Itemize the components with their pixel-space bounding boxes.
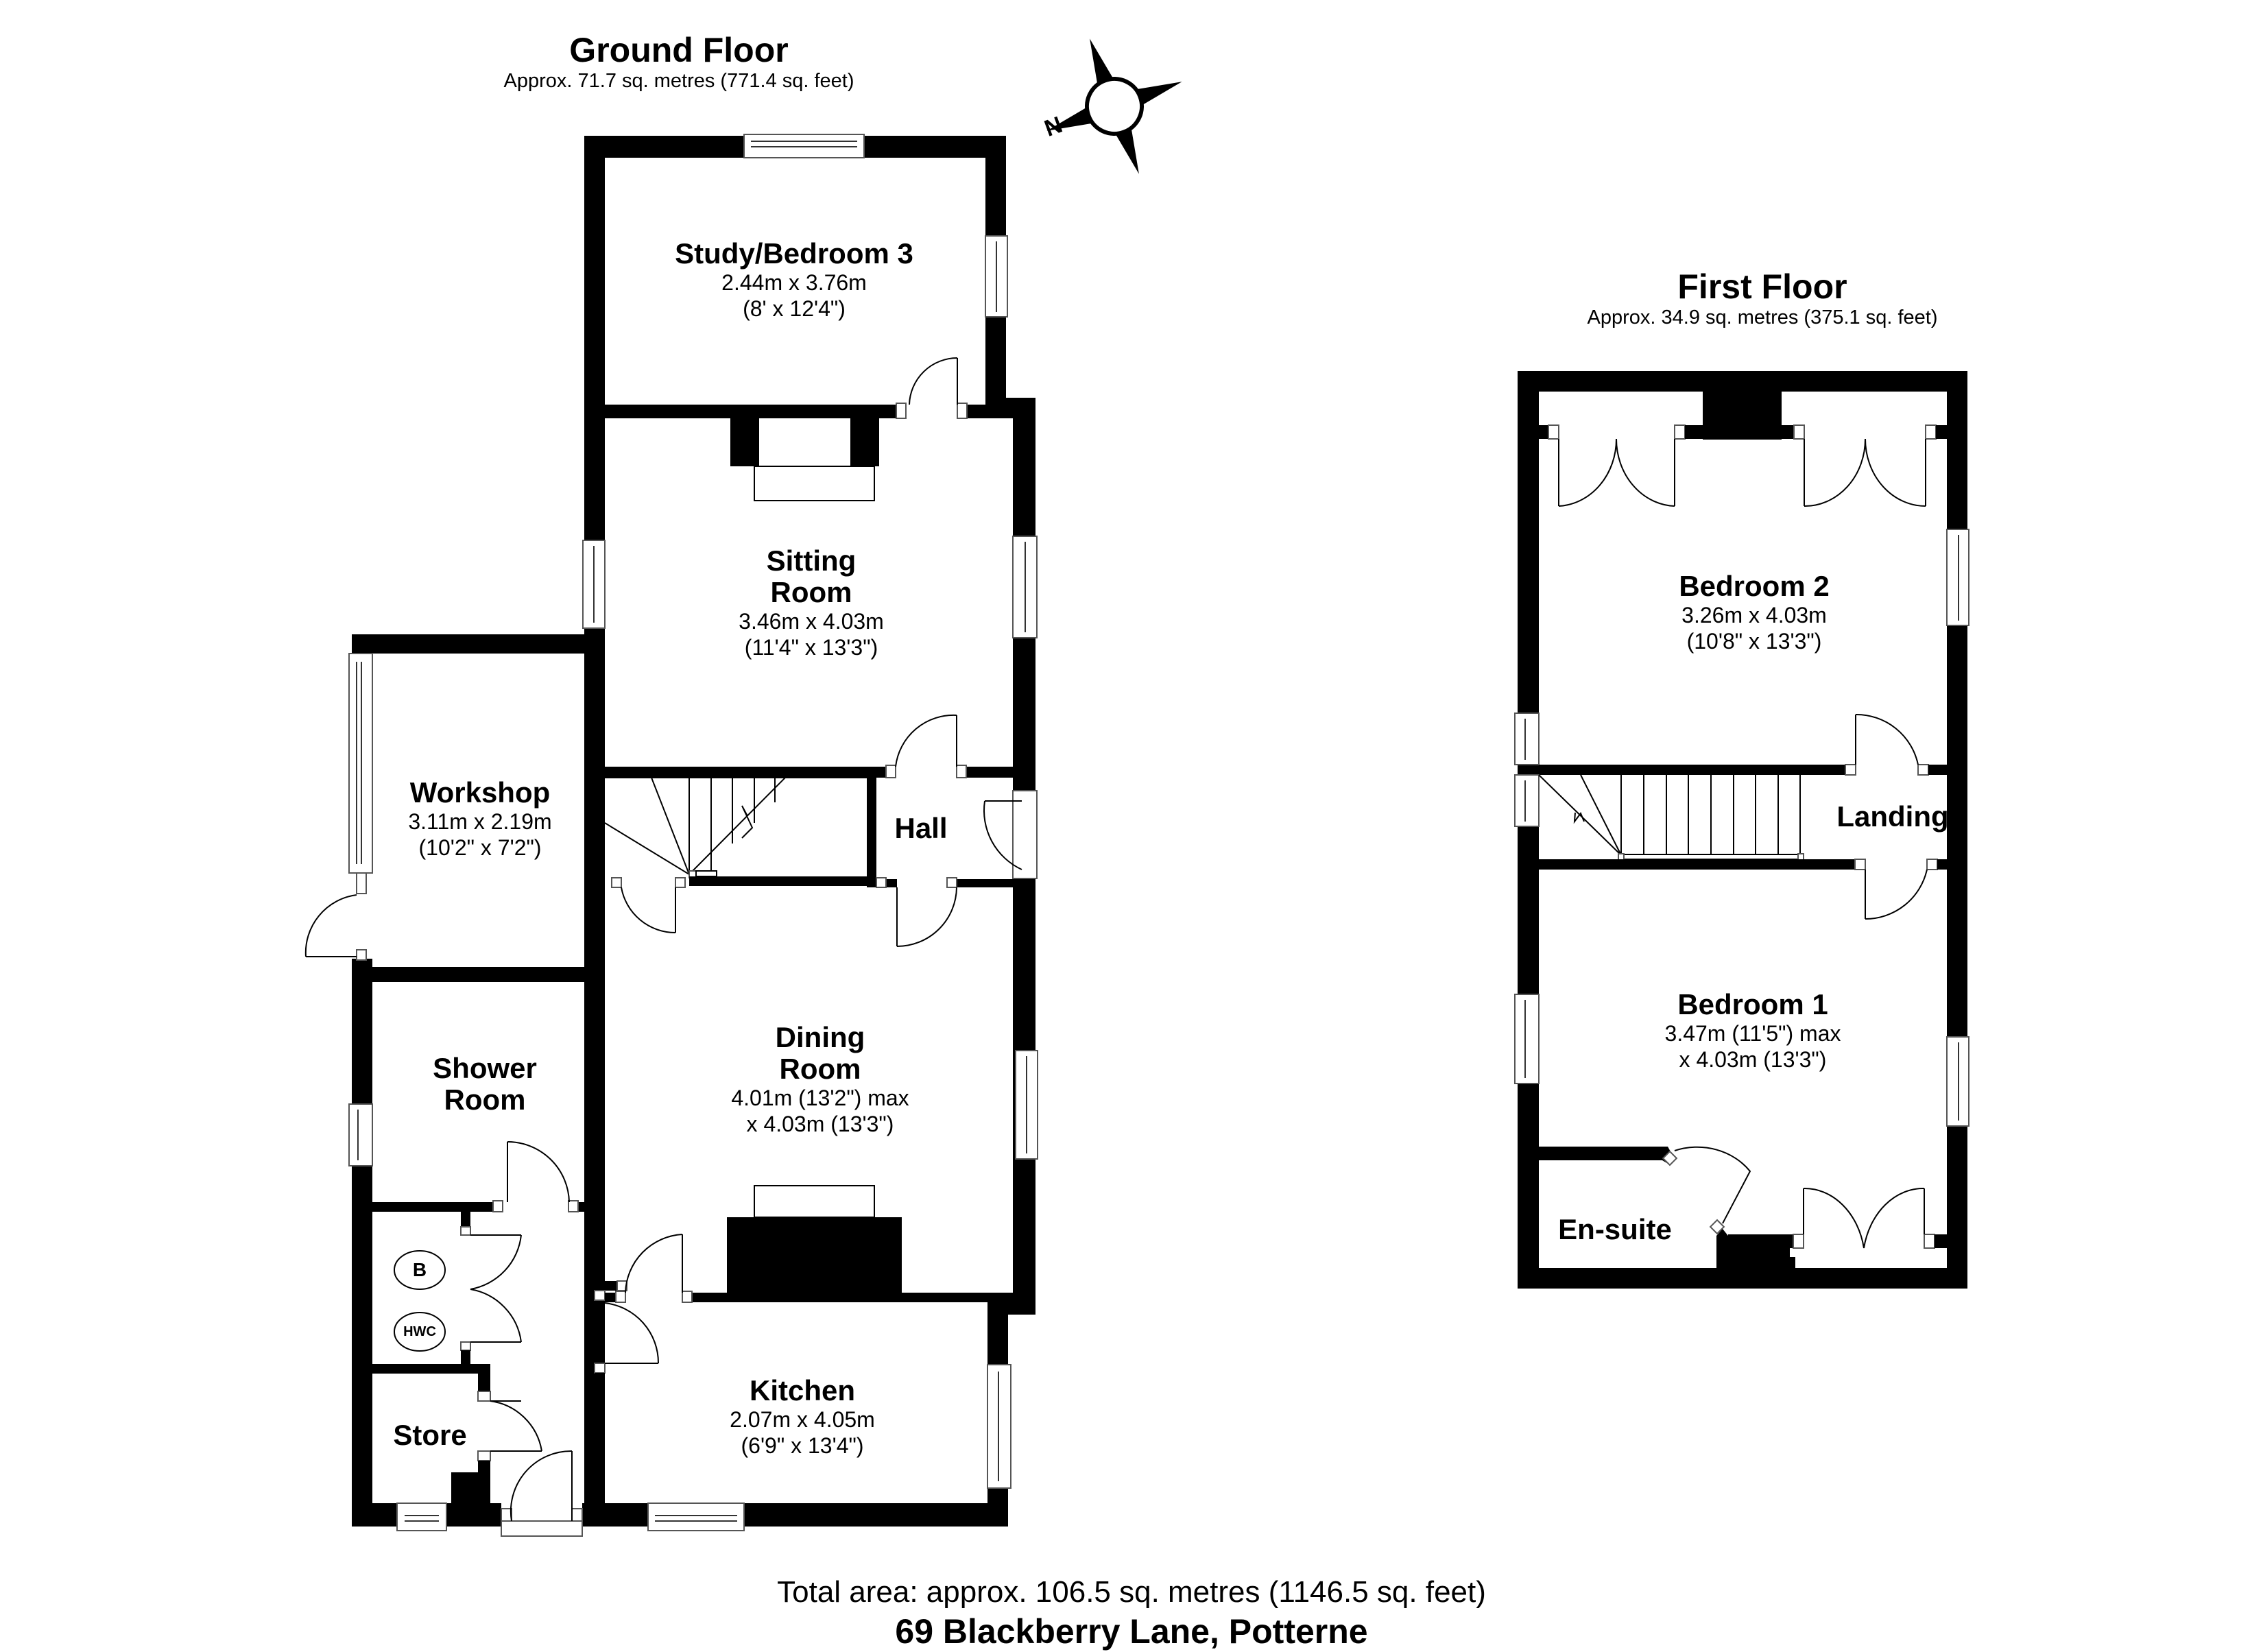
window bbox=[1514, 713, 1540, 765]
room-dimensions-line1: 3.47m (11'5") max bbox=[1664, 1021, 1841, 1046]
window bbox=[1514, 994, 1540, 1084]
room-name: Room bbox=[770, 576, 852, 608]
hot-water-cylinder-icon bbox=[394, 1312, 446, 1352]
room-dimensions-imperial: (6'9" x 13'4") bbox=[741, 1433, 864, 1458]
door-swing bbox=[492, 1141, 579, 1212]
door-swing bbox=[876, 877, 957, 947]
room-label-dining-room: Dining Room 4.01m (13'2") max x 4.03m (1… bbox=[731, 1022, 909, 1137]
workshop-walls bbox=[352, 634, 605, 1521]
room-label-ensuite: En-suite bbox=[1558, 1214, 1672, 1245]
wardrobe-doors bbox=[1803, 1187, 1925, 1249]
room-dimensions-imperial: (8' x 12'4") bbox=[743, 296, 846, 321]
hall-walls bbox=[689, 778, 1013, 887]
room-name: En-suite bbox=[1558, 1213, 1672, 1245]
door-swing bbox=[304, 872, 367, 961]
window bbox=[582, 540, 606, 629]
first-floor-title: First Floor bbox=[1677, 267, 1847, 306]
window bbox=[348, 1103, 373, 1166]
room-name: Workshop bbox=[409, 776, 551, 809]
utility-cupboard bbox=[394, 1212, 522, 1364]
door-swing bbox=[983, 790, 1038, 879]
room-dimensions-line1: 4.01m (13'2") max bbox=[731, 1086, 909, 1110]
room-label-bedroom-1: Bedroom 1 3.47m (11'5") max x 4.03m (13'… bbox=[1665, 989, 1841, 1073]
window bbox=[1514, 774, 1540, 827]
staircase bbox=[604, 777, 867, 878]
window bbox=[1946, 529, 1969, 626]
room-name: Shower bbox=[433, 1052, 537, 1084]
wardrobe-doors bbox=[1558, 438, 1675, 507]
room-dimensions-metric: 3.26m x 4.03m bbox=[1681, 603, 1827, 627]
door-swing bbox=[885, 714, 967, 778]
room-name: Sitting bbox=[766, 544, 857, 577]
room-name: Study/Bedroom 3 bbox=[675, 237, 913, 270]
room-label-hall: Hall bbox=[894, 813, 947, 844]
window bbox=[1012, 536, 1038, 638]
window bbox=[1015, 1050, 1038, 1160]
room-dimensions-metric: 3.11m x 2.19m bbox=[408, 809, 552, 834]
room-dimensions-imperial: (10'2" x 7'2") bbox=[418, 835, 542, 860]
room-name: Landing bbox=[1836, 800, 1949, 833]
room-label-study: Study/Bedroom 3 2.44m x 3.76m (8' x 12'4… bbox=[675, 238, 913, 322]
room-dimensions-metric: 2.07m x 4.05m bbox=[730, 1407, 875, 1432]
staircase bbox=[1538, 774, 1804, 861]
ground-floor-area: Approx. 71.7 sq. metres (771.4 sq. feet) bbox=[503, 70, 854, 92]
door-swing bbox=[615, 1234, 693, 1303]
window bbox=[1946, 1036, 1969, 1127]
room-label-bedroom-2: Bedroom 2 3.26m x 4.03m (10'8" x 13'3") bbox=[1679, 571, 1829, 654]
ground-floor-header: Ground Floor Approx. 71.7 sq. metres (77… bbox=[504, 31, 854, 93]
wardrobe-doors bbox=[1804, 438, 1926, 507]
room-label-shower-room: Shower Room bbox=[433, 1053, 537, 1116]
room-label-workshop: Workshop 3.11m x 2.19m (10'2" x 7'2") bbox=[408, 777, 551, 861]
fireplace bbox=[727, 1185, 902, 1294]
front-door bbox=[501, 1450, 583, 1537]
ground-floor-title: Ground Floor bbox=[569, 31, 789, 69]
room-name: Room bbox=[444, 1084, 526, 1116]
first-floor-plan bbox=[1514, 371, 1969, 1289]
room-label-landing: Landing bbox=[1836, 801, 1948, 833]
compass-rose-icon bbox=[1046, 38, 1182, 174]
room-dimensions-metric: 3.46m x 4.03m bbox=[739, 609, 884, 634]
door-swing bbox=[896, 357, 968, 419]
footer: Total area: approx. 106.5 sq. metres (11… bbox=[777, 1574, 1486, 1652]
room-name: Room bbox=[779, 1053, 861, 1085]
ground-floor-plan bbox=[304, 134, 1038, 1537]
room-name: Bedroom 2 bbox=[1679, 570, 1830, 602]
room-label-sitting-room: Sitting Room 3.46m x 4.03m (11'4" x 13'3… bbox=[739, 545, 884, 660]
study-walls bbox=[584, 136, 1035, 616]
compass-north-label: N bbox=[1041, 112, 1066, 142]
room-dimensions-line2: x 4.03m (13'3") bbox=[1679, 1047, 1827, 1072]
property-address: 69 Blackberry Lane, Potterne bbox=[895, 1612, 1368, 1651]
room-name: Bedroom 1 bbox=[1677, 988, 1828, 1020]
room-dimensions-metric: 2.44m x 3.76m bbox=[721, 270, 867, 295]
door-swing bbox=[611, 877, 686, 934]
first-floor-header: First Floor Approx. 34.9 sq. metres (375… bbox=[1588, 267, 1938, 329]
total-area: Total area: approx. 106.5 sq. metres (11… bbox=[777, 1575, 1486, 1609]
room-dimensions-imperial: (11'4" x 13'3") bbox=[744, 635, 878, 660]
chimney-breast bbox=[730, 415, 879, 501]
window bbox=[985, 235, 1008, 318]
boiler-label: B bbox=[412, 1259, 427, 1280]
room-name: Dining bbox=[775, 1021, 865, 1053]
room-label-store: Store bbox=[393, 1420, 466, 1451]
ensuite-door bbox=[1674, 1146, 1751, 1224]
room-name: Store bbox=[393, 1419, 467, 1451]
hot-water-cylinder-label: HWC bbox=[403, 1324, 436, 1339]
first-floor-area: Approx. 34.9 sq. metres (375.1 sq. feet) bbox=[1587, 307, 1938, 328]
room-label-kitchen: Kitchen 2.07m x 4.05m (6'9" x 13'4") bbox=[730, 1375, 875, 1459]
window bbox=[987, 1364, 1011, 1489]
room-name: Hall bbox=[894, 812, 948, 844]
room-dimensions-imperial: (10'8" x 13'3") bbox=[1686, 629, 1822, 654]
window bbox=[348, 653, 373, 874]
room-name: Kitchen bbox=[749, 1374, 855, 1406]
door-swing bbox=[594, 1208, 660, 1503]
room-dimensions-line2: x 4.03m (13'3") bbox=[746, 1112, 894, 1136]
boiler-icon bbox=[394, 1250, 446, 1290]
store-walls bbox=[372, 1364, 542, 1503]
window bbox=[743, 134, 865, 158]
window bbox=[647, 1503, 745, 1531]
window bbox=[396, 1503, 447, 1531]
